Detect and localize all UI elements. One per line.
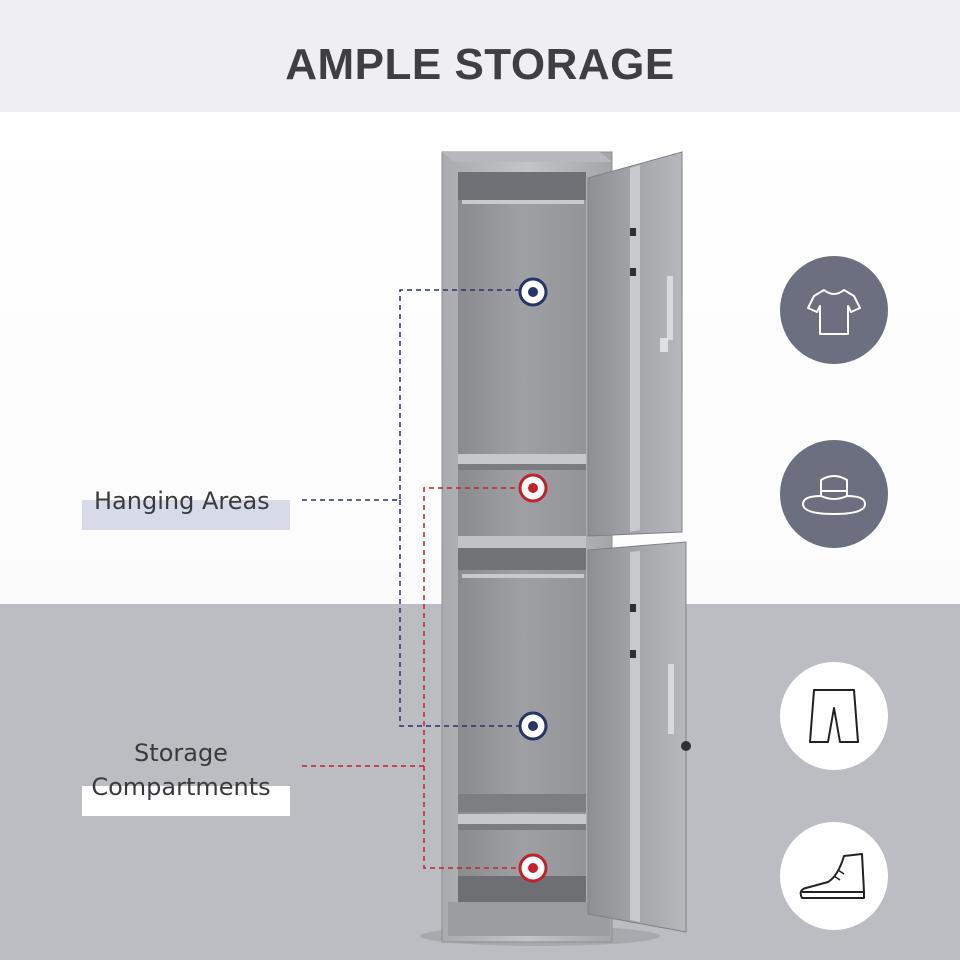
lower-shelf-shadow [458, 824, 586, 830]
upper-door-latch [667, 276, 673, 340]
storage-marker-lower [518, 853, 548, 883]
hanging-label-highlight [82, 500, 290, 530]
lower-ceiling [458, 548, 586, 570]
upper-door-slot-1 [630, 228, 636, 236]
upper-door-edge [630, 165, 640, 532]
hanging-callout-line-lower [399, 500, 520, 727]
lower-floor [458, 876, 586, 902]
shirt-icon-badge [780, 256, 888, 364]
upper-shelf-shadow [458, 464, 586, 470]
shoe-icon [799, 853, 865, 899]
upper-ceiling [458, 172, 586, 200]
storage-label-line2: Compartments [91, 773, 271, 801]
hanging-marker-lower [518, 711, 548, 741]
upper-bottom [458, 536, 586, 548]
storage-callout-line-lower [423, 766, 520, 869]
hanging-marker-upper [518, 277, 548, 307]
shorts-icon [809, 689, 859, 743]
upper-door-slot-2 [630, 268, 636, 276]
lower-door-slot-1 [630, 604, 636, 612]
lower-shelf [458, 814, 586, 824]
locker-base [448, 902, 610, 936]
storage-callout-line [302, 487, 520, 767]
hanging-callout-line [302, 289, 520, 501]
lower-door-latch [668, 664, 674, 734]
shorts-icon-badge [780, 662, 888, 770]
storage-marker-upper [518, 473, 548, 503]
lower-door-edge [630, 551, 640, 922]
upper-shelf [458, 454, 586, 464]
storage-compartments-label: Storage Compartments [84, 736, 278, 804]
header-band [0, 0, 960, 112]
storage-label-line1: Storage [134, 739, 228, 767]
lower-door-keylock [681, 741, 691, 751]
hat-icon [801, 475, 867, 516]
upper-door-lock [660, 338, 668, 352]
shoe-icon-badge [780, 822, 888, 930]
storage-label-highlight [82, 786, 290, 816]
hat-icon-badge [780, 440, 888, 548]
page-title: AMPLE STORAGE [285, 40, 675, 89]
hanging-areas-label: Hanging Areas [94, 487, 270, 515]
shirt-icon [807, 289, 861, 335]
lower-door-slot-2 [630, 650, 636, 658]
lower-shelf-back [458, 794, 586, 812]
upper-hanging-rail [462, 200, 584, 204]
locker-top [442, 152, 612, 162]
lower-hanging-rail [462, 574, 584, 578]
